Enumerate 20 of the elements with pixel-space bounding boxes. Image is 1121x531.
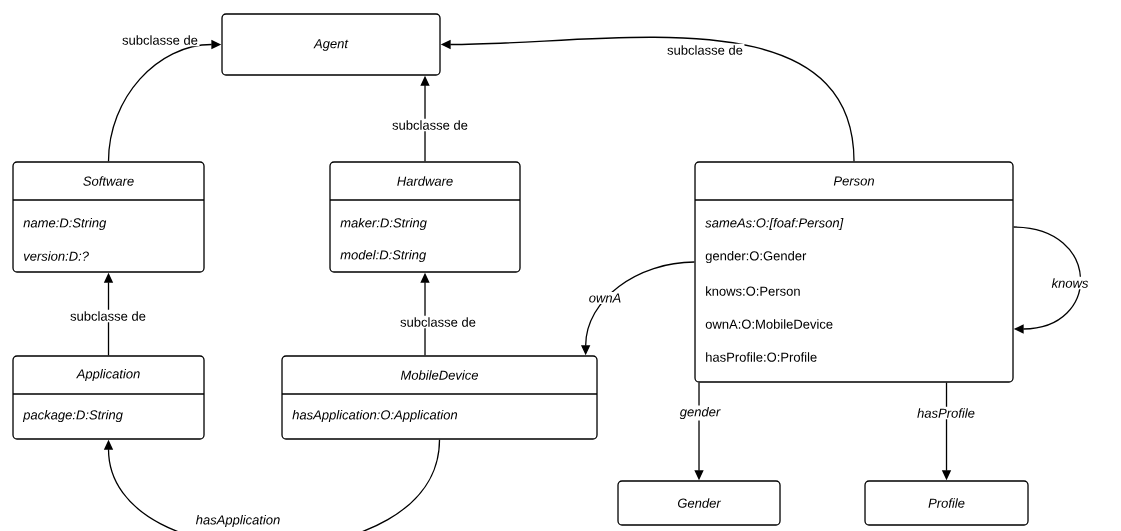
edge-label: hasApplication — [194, 513, 282, 529]
class-box: Application package:D:String — [12, 355, 205, 440]
arrow — [1013, 226, 1082, 334]
class-box: Gender — [617, 480, 781, 526]
class-box: Hardware maker:D:String model:D:String — [329, 161, 521, 273]
edge-label: ownA — [587, 291, 623, 305]
arrow — [103, 439, 441, 531]
edge-label: subclasse de — [398, 315, 478, 329]
class-box: Person sameAs:O:[foaf:Person] gender:O:Gender knows:O:Person ownA:O:MobileDevice hasProfile:O:Profile — [694, 161, 1014, 383]
edge-label: subclasse de — [390, 118, 470, 132]
edge-label: subclasse de — [120, 33, 200, 47]
class-box: Profile — [864, 480, 1029, 526]
edge-label: subclasse de — [68, 309, 148, 323]
class-box: Software name:D:String version:D:? — [12, 161, 205, 273]
edge-label: subclasse de — [665, 43, 745, 57]
class-box: MobileDevice hasApplication:O:Application — [281, 355, 598, 440]
edge-label: hasProfile — [915, 406, 977, 420]
class-box: Agent — [221, 13, 441, 76]
edge-label: gender — [678, 405, 722, 421]
edge-label: knows — [1050, 276, 1090, 290]
